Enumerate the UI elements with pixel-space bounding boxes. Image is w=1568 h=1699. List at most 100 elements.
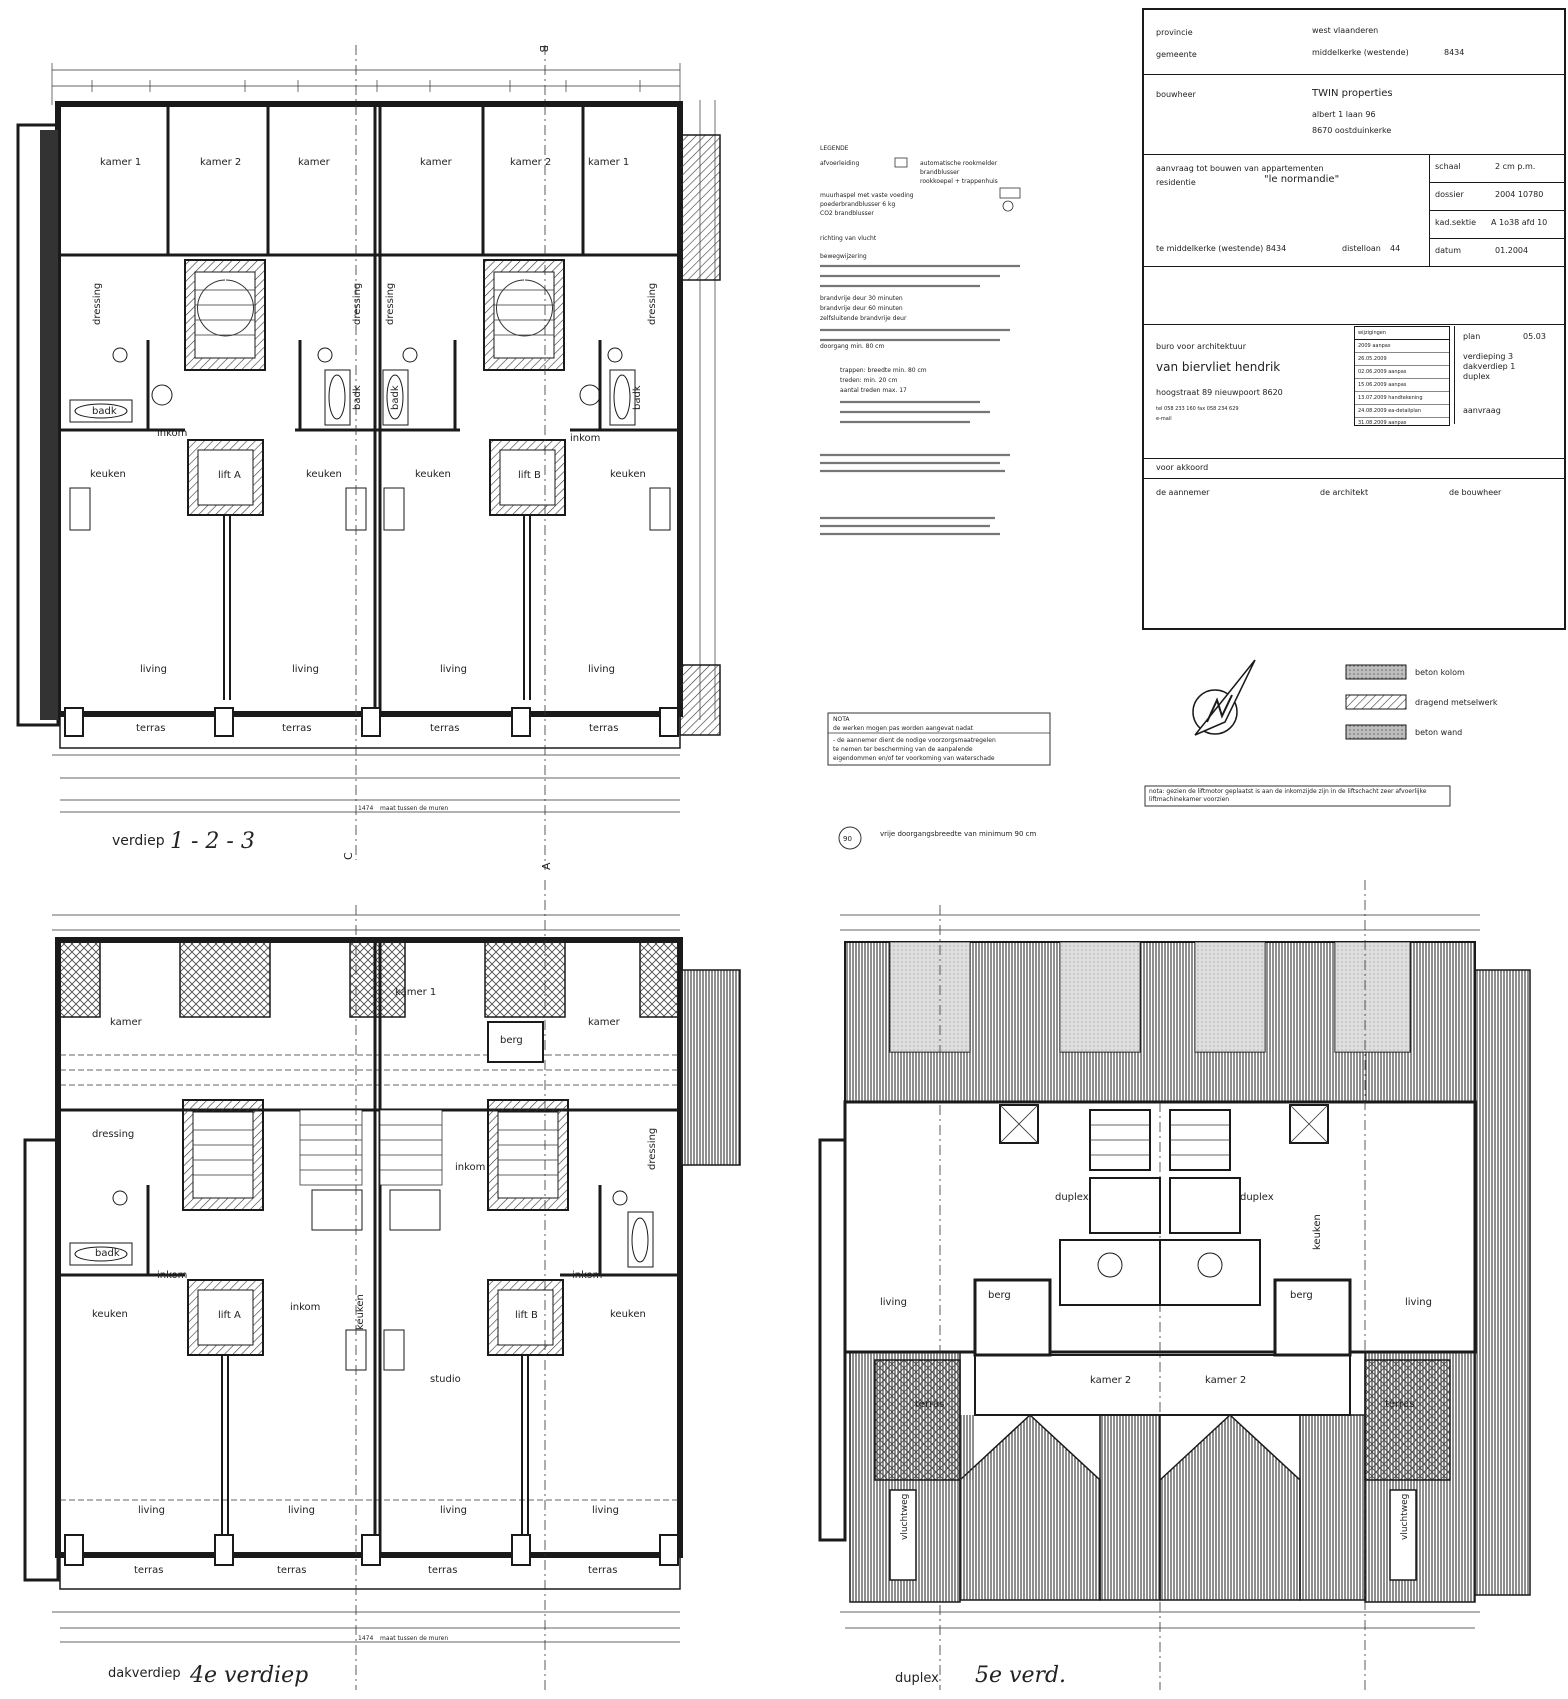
room-label: terras [134,1565,163,1576]
room-label: kamer [298,157,331,168]
wijzigingen-table: wijzigingen 2009 aanpas 26.05.2009 02.06… [1354,326,1450,426]
legend-line: brandvrije deur 60 minuten [820,305,903,312]
room-label: keuken [306,469,342,480]
bath-fixtures [69,347,636,426]
duplex-stairs [1059,1109,1261,1306]
room-label: terras [428,1565,457,1576]
architect-address: hoogstraat 89 nieuwpoort 8620 [1156,388,1283,397]
north-arrow-icon [1192,659,1256,736]
room-label: dressing [92,283,103,325]
room-label: keuken [355,1294,366,1330]
room-label: terras [282,723,311,734]
signature-owner: de bouwheer [1449,488,1502,497]
dim-total: 1474 [358,1635,373,1642]
dossier-label: dossier [1435,190,1464,199]
room-label: inkom [570,433,600,444]
material-label: beton wand [1415,728,1462,737]
stairwell-b [487,1099,569,1211]
room-label: living [592,1505,619,1516]
signature-contractor: de aannemer [1156,488,1210,497]
room-label: keuken [610,469,646,480]
gemeente-label: gemeente [1156,50,1197,59]
datum-value: 01.2004 [1495,246,1529,255]
room-label: kamer 1 [100,157,141,168]
room-label: badk [390,385,401,410]
room-label: inkom [572,1270,602,1281]
residentie-label: residentie [1156,178,1196,187]
stairwell-a [184,259,266,371]
plan-caption-handwritten: 1 - 2 - 3 [170,829,255,854]
room-label: badk [632,385,643,410]
postcode-value: 8434 [1444,48,1465,57]
title-block: provincie west vlaanderen gemeente midde… [1142,8,1566,630]
nota-title: NOTA [833,716,850,723]
room-label: terras [136,723,165,734]
wijziging-row: 13.07.2009 handtekening [1355,392,1449,405]
room-label: kamer 2 [200,157,241,168]
room-label: vluchtweg [1400,1494,1410,1540]
huisnr-text: 44 [1390,244,1401,253]
room-label: berg [500,1035,523,1046]
architect-mail: e-mail [1156,416,1172,422]
section-mark: C [342,852,355,860]
kad-label: kad.sektie [1435,218,1477,227]
outer-wall [55,101,683,717]
room-label: lift B [518,470,541,481]
provincie-value: west vlaanderen [1312,26,1379,35]
legend-line: poederbrandblusser 6 kg [820,201,895,208]
legend-line: rookkoepel + trappenhuis [920,178,998,185]
ligging-text: te middelkerke (westende) 8434 [1156,244,1287,253]
plan-caption: duplex [895,1671,939,1686]
plan-caption-handwritten: 5e verd. [975,1663,1066,1688]
room-label: living [138,1505,165,1516]
room-label: lift B [515,1310,538,1321]
provincie-label: provincie [1156,28,1193,37]
wijziging-row: 26.05.2009 [1355,353,1449,366]
room-label: kamer 1 [588,157,629,168]
bouwheer-value: TWIN properties [1312,88,1393,99]
plan-description: dakverdiep 1 [1463,362,1516,371]
legend-line: trappen: breedte min. 80 cm [840,367,927,374]
room-label: living [588,664,615,675]
plan-floors-1-2-3: kamer 1 kamer 2 kamer kamer kamer 2 kame… [16,45,721,870]
straat-text: distelloan [1342,244,1381,253]
legend-line: CO2 brandblusser [820,210,874,217]
stairwell-b [483,259,565,371]
bouwheer-address-2: 8670 oostduinkerke [1312,126,1392,135]
residentie-value: "le normandie" [1264,174,1340,185]
legend-line: treden: min. 20 cm [840,377,898,384]
legend-line: richting van vlucht [820,235,877,242]
room-label: lift A [218,1310,241,1321]
interior-walls [58,104,680,714]
legend-line: afvoerleiding [820,160,859,167]
legend-line: doorgang min. 80 cm [820,343,884,350]
room-label: dressing [385,283,396,325]
room-label: terras [588,1565,617,1576]
room-label: berg [988,1290,1011,1301]
room-label: badk [352,385,363,410]
room-label: lift A [218,470,241,481]
room-label: inkom [157,428,187,439]
room-label: duplex [1055,1192,1089,1203]
room-label: keuken [610,1309,646,1320]
room-label: badk [92,406,117,417]
schaal-label: schaal [1435,162,1461,171]
room-label: berg [1290,1290,1313,1301]
plan-status: aanvraag [1463,406,1501,415]
materials-key: beton kolom dragend metselwerk beton wan… [1345,664,1498,740]
plan-caption-handwritten: 4e verdiep [189,1663,308,1688]
room-label: keuken [90,469,126,480]
terrace-strip [59,707,681,749]
room-label: living [440,1505,467,1516]
room-label: terras [1385,1399,1414,1410]
legend-line: bewegwijzering [820,253,867,260]
schaal-value: 2 cm p.m. [1495,162,1536,171]
room-label: dressing [647,1128,658,1170]
room-label: inkom [290,1302,320,1313]
section-mark: B [537,45,550,53]
stairwell-a [182,1099,264,1211]
akkoord-label: voor akkoord [1156,463,1209,472]
room-label: living [880,1297,907,1308]
plan-caption: dakverdiep [108,1666,181,1681]
